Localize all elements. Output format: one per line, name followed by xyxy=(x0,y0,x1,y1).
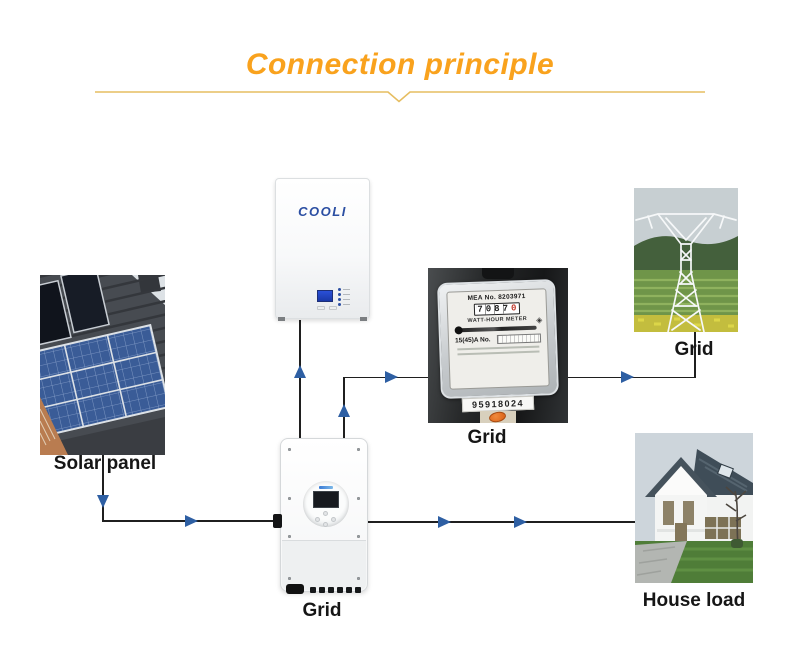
inverter-lower-section xyxy=(282,540,366,590)
grid-tower-photo xyxy=(634,188,738,332)
solar-panel-label: Solar panel xyxy=(53,453,157,474)
screw-icon xyxy=(288,497,291,500)
battery-led-indicators-icon xyxy=(338,288,350,306)
arrow-up-icon xyxy=(294,365,306,378)
solar-panel-photo xyxy=(40,275,165,455)
inverter-bottom-connector xyxy=(286,584,304,594)
arrow-right-icon xyxy=(185,515,198,527)
meter-sticker-serial: 95918024 xyxy=(461,395,535,413)
inverter-photo xyxy=(273,438,368,594)
screw-icon xyxy=(288,535,291,538)
page-title: Connection principle xyxy=(245,48,555,81)
inverter-side-connector xyxy=(273,514,282,528)
screw-icon xyxy=(357,535,360,538)
arrow-right-icon xyxy=(621,371,634,383)
arrow-right-icon xyxy=(385,371,398,383)
meter-disc xyxy=(458,325,537,333)
arrow-up-icon xyxy=(338,404,350,417)
inverter-button-icon xyxy=(323,511,328,516)
meter-fineprint xyxy=(457,345,540,351)
battery-lcd-icon xyxy=(317,290,333,302)
inverter-logo-icon xyxy=(319,486,333,489)
grid-tower-label: Grid xyxy=(674,339,714,360)
arrow-right-icon xyxy=(514,516,527,528)
wire-solar-down xyxy=(102,455,104,521)
meter-diamond-icon: ◈ xyxy=(536,315,543,325)
battery-photo: COOLI xyxy=(275,178,370,321)
meter-type-text: WATT-HOUR METER xyxy=(467,315,528,325)
inverter-body xyxy=(280,438,368,592)
screw-icon xyxy=(288,577,291,580)
screw-icon xyxy=(288,448,291,451)
battery-brand-logo: COOLI xyxy=(298,204,347,219)
inverter-terminal-pins xyxy=(310,587,361,593)
meter-grid-label: Grid xyxy=(467,427,507,448)
wire-tower-vertical xyxy=(694,332,696,378)
screw-icon xyxy=(357,497,360,500)
inverter-button-icon xyxy=(331,517,336,522)
arrow-right-icon xyxy=(438,516,451,528)
arrow-down-icon xyxy=(97,495,109,508)
house-load-label: House load xyxy=(642,590,746,611)
inverter-button-icon xyxy=(315,517,320,522)
screw-icon xyxy=(357,448,360,451)
wire-inverter-to-battery xyxy=(299,320,301,438)
title-divider xyxy=(95,91,705,103)
inverter-button-icon xyxy=(323,522,328,527)
battery-foot xyxy=(278,317,285,321)
battery-buttons-icon xyxy=(317,306,337,310)
meter-clamp xyxy=(482,268,514,279)
inverter-grid-label: Grid xyxy=(302,600,342,621)
wire-inverter-to-house xyxy=(367,521,635,523)
meter-serial-plate xyxy=(496,333,542,345)
meter-fineprint xyxy=(457,350,540,356)
inverter-lcd-icon xyxy=(313,491,339,508)
house-photo xyxy=(635,433,753,583)
inverter-control-panel xyxy=(303,481,349,527)
screw-icon xyxy=(357,577,360,580)
meter-rating-text: 15(45)A No. xyxy=(454,336,491,345)
battery-foot xyxy=(360,317,367,321)
